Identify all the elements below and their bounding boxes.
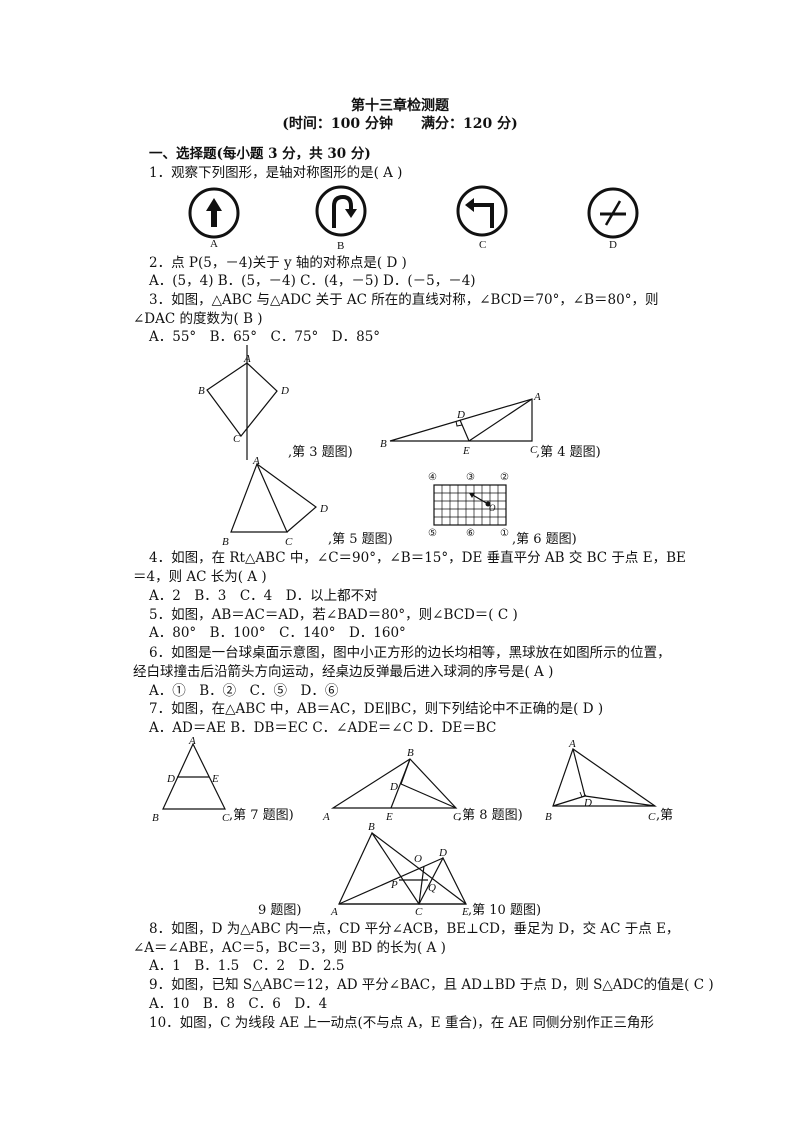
question-5-stem: 5．如图，AB＝AC＝AD，若∠BAD＝80°，则∠BCD＝( C ) bbox=[149, 607, 518, 623]
svg-text:C: C bbox=[285, 536, 293, 548]
svg-text:C: C bbox=[415, 906, 423, 918]
svg-text:⑥: ⑥ bbox=[466, 528, 475, 539]
figure-3-caption: ,第 3 题图) bbox=[288, 445, 353, 460]
svg-text:C: C bbox=[222, 812, 230, 824]
figure-8-caption: ,第 8 题图) bbox=[458, 808, 523, 823]
svg-text:B: B bbox=[407, 747, 414, 759]
figure-4: A B C D E bbox=[380, 391, 541, 457]
svg-text:B: B bbox=[380, 438, 387, 450]
svg-text:①: ① bbox=[500, 528, 509, 539]
no-entry-slash-icon bbox=[587, 187, 639, 239]
u-turn-arrow-icon bbox=[315, 185, 367, 237]
svg-text:Q: Q bbox=[428, 882, 436, 894]
svg-text:A: A bbox=[322, 811, 330, 823]
svg-text:④: ④ bbox=[428, 472, 437, 483]
icon-label-b: B bbox=[337, 240, 344, 252]
svg-text:C: C bbox=[648, 811, 656, 823]
question-3-options: A．55° B．65° C．75° D．85° bbox=[149, 329, 381, 345]
question-1-stem: 1．观察下列图形，是轴对称图形的是( A ) bbox=[149, 165, 403, 181]
svg-text:C: C bbox=[453, 811, 461, 823]
svg-text:E: E bbox=[461, 906, 469, 918]
question-2-stem: 2．点 P(5，－4)关于 y 轴的对称点是( D ) bbox=[149, 255, 407, 271]
figure-7: A D E B C bbox=[152, 735, 230, 824]
page-subtitle: (时间：100 分钟 满分：120 分) bbox=[282, 116, 518, 132]
question-5-options: A．80° B．100° C．140° D．160° bbox=[149, 625, 406, 641]
svg-text:O: O bbox=[489, 503, 496, 513]
figure-9-caption-b: 9 题图) bbox=[258, 903, 302, 918]
question-6-line1: 6．如图是一台球桌面示意图，图中小正方形的边长均相等，黑球放在如图所示的位置， bbox=[149, 645, 671, 661]
figure-4-caption: ,第 4 题图) bbox=[536, 445, 601, 460]
question-2-options: A．(5，4) B．(5，－4) C．(4，－5) D．(－5，－4) bbox=[149, 273, 476, 289]
icon-label-d: D bbox=[609, 239, 617, 251]
svg-text:B: B bbox=[222, 536, 229, 548]
svg-text:⑤: ⑤ bbox=[428, 528, 437, 539]
svg-text:A: A bbox=[188, 735, 196, 747]
question-4-line2: ＝4，则 AC 长为( A ) bbox=[133, 569, 267, 585]
question-4-options: A．2 B．3 C．4 D．以上都不对 bbox=[149, 588, 378, 604]
svg-text:P: P bbox=[390, 879, 398, 891]
figure-7-caption: ,第 7 题图) bbox=[229, 808, 294, 823]
svg-text:D: D bbox=[319, 503, 328, 515]
svg-text:A: A bbox=[243, 353, 251, 365]
icon-label-c: C bbox=[479, 239, 486, 251]
question-3-line1: 3．如图，△ABC 与△ADC 关于 AC 所在的直线对称，∠BCD＝70°，∠… bbox=[149, 292, 659, 308]
figure-5: A B C D bbox=[222, 455, 328, 548]
svg-text:D: D bbox=[166, 773, 175, 785]
figure-10-caption: ,第 10 题图) bbox=[468, 903, 542, 918]
section-heading: 一、选择题(每小题 3 分，共 30 分) bbox=[149, 146, 371, 162]
svg-text:D: D bbox=[280, 385, 289, 397]
svg-text:O: O bbox=[414, 853, 422, 865]
svg-text:D: D bbox=[456, 409, 465, 421]
question-4-line1: 4．如图，在 Rt△ABC 中，∠C＝90°，∠B＝15°，DE 垂直平分 AB… bbox=[149, 550, 686, 566]
question-9-options: A．10 B．8 C．6 D．4 bbox=[149, 996, 328, 1012]
question-7-stem: 7．如图，在△ABC 中，AB＝AC，DE∥BC，则下列结论中不正确的是( D … bbox=[149, 701, 604, 717]
figure-5-caption: ,第 5 题图) bbox=[328, 532, 393, 547]
svg-text:B: B bbox=[368, 821, 375, 833]
svg-text:A: A bbox=[568, 738, 576, 750]
question-6-options: A．① B．② C．⑤ D．⑥ bbox=[149, 683, 339, 699]
svg-text:D: D bbox=[438, 847, 447, 859]
figure-6-caption: ,第 6 题图) bbox=[512, 532, 577, 547]
question-8-line2: ∠A＝∠ABE，AC＝5，BC＝3，则 BD 的长为( A ) bbox=[133, 940, 446, 956]
question-9-line1: 9．如图，已知 S△ABC＝12，AD 平分∠BAC，且 AD⊥BD 于点 D，… bbox=[149, 977, 714, 993]
page-title: 第十三章检测题 bbox=[351, 98, 449, 114]
svg-text:E: E bbox=[385, 811, 393, 823]
arrow-up-icon bbox=[188, 187, 240, 239]
svg-text:B: B bbox=[198, 385, 205, 397]
question-8-options: A．1 B．1.5 C．2 D．2.5 bbox=[149, 958, 345, 974]
figure-8: B D A E C bbox=[322, 747, 461, 823]
svg-text:B: B bbox=[545, 811, 552, 823]
question-8-line1: 8．如图，D 为△ABC 内一点，CD 平分∠ACB，BE⊥CD，垂足为 D，交… bbox=[149, 921, 680, 937]
figure-10: B D O P Q A C E bbox=[330, 821, 469, 918]
svg-text:A: A bbox=[533, 391, 541, 403]
svg-text:D: D bbox=[583, 797, 592, 809]
svg-text:E: E bbox=[462, 445, 470, 457]
svg-text:A: A bbox=[252, 455, 260, 467]
svg-text:C: C bbox=[530, 444, 538, 456]
question-10-line1: 10．如图，C 为线段 AE 上一动点(不与点 A，E 重合)，在 AE 同侧分… bbox=[149, 1015, 654, 1031]
svg-text:A: A bbox=[330, 906, 338, 918]
figure-9-caption-a: ,第 bbox=[656, 808, 674, 823]
figure-9: A D B C bbox=[545, 738, 657, 823]
svg-text:B: B bbox=[152, 812, 159, 824]
left-turn-arrow-icon bbox=[456, 185, 508, 237]
figure-3: A B C D bbox=[198, 345, 289, 460]
figure-6: ④ ③ ② ⑤ ⑥ ① O bbox=[428, 472, 509, 539]
svg-text:②: ② bbox=[500, 472, 509, 483]
svg-text:D: D bbox=[389, 781, 398, 793]
icon-label-a: A bbox=[210, 238, 218, 250]
svg-text:③: ③ bbox=[466, 472, 475, 483]
svg-text:E: E bbox=[211, 773, 219, 785]
question-6-line2: 经白球撞击后沿箭头方向运动，经桌边反弹最后进入球洞的序号是( A ) bbox=[133, 664, 554, 680]
svg-text:C: C bbox=[233, 433, 241, 445]
q1-icons: A B C D bbox=[188, 185, 639, 252]
question-3-line2: ∠DAC 的度数为( B ) bbox=[133, 311, 263, 327]
question-7-options: A．AD＝AE B．DB＝EC C．∠ADE＝∠C D．DE＝BC bbox=[149, 720, 497, 736]
